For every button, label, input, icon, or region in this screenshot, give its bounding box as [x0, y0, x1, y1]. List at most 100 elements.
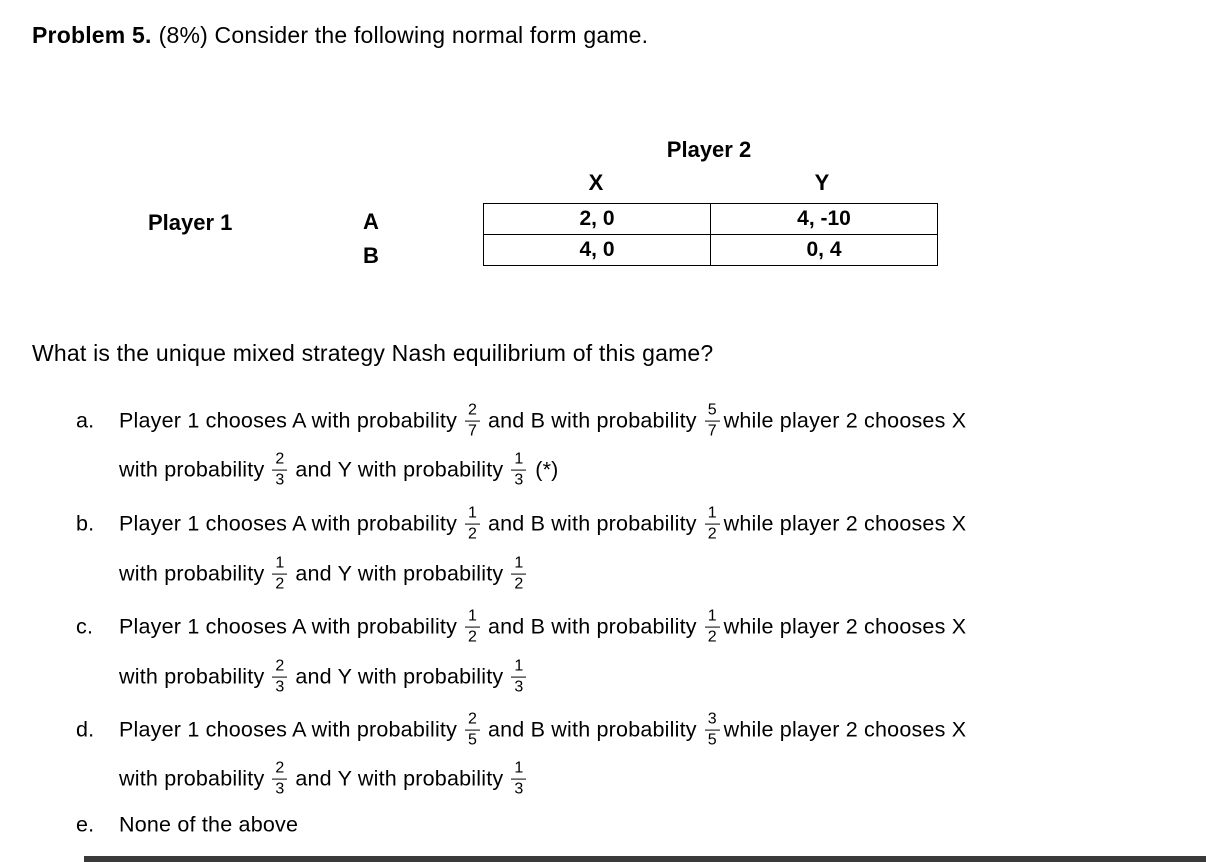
option-b-line-1: b. Player 1 chooses A with probability 1…	[76, 505, 966, 544]
problem-number: Problem 5.	[32, 22, 152, 48]
option-c-line-1: c. Player 1 chooses A with probability 1…	[76, 608, 966, 647]
fraction-numerator: 2	[272, 760, 288, 780]
fraction-denominator: 2	[707, 628, 717, 646]
fraction-denominator: 3	[275, 780, 285, 798]
fraction-numerator: 5	[704, 402, 720, 422]
fraction-denominator: 2	[514, 575, 524, 593]
fraction-numerator: 1	[704, 608, 720, 628]
option-text-segment: and B with probability	[487, 408, 697, 433]
fraction-numerator: 1	[272, 555, 288, 575]
column-header-x: X	[588, 170, 604, 195]
fraction-numerator: 2	[272, 451, 288, 471]
option-text-segment: with probability	[119, 457, 265, 482]
table-row-a: 2, 0 4, -10	[483, 203, 938, 235]
payoff-cell-ay: 4, -10	[710, 203, 938, 235]
problem-intro-text: (8%) Consider the following normal form …	[158, 22, 649, 48]
question-text: What is the unique mixed strategy Nash e…	[32, 340, 714, 366]
option-text-segment: while player 2 chooses X	[723, 614, 967, 639]
option-e-line: e. None of the above	[76, 813, 298, 838]
row-header-a: A	[363, 209, 379, 234]
fraction-denominator: 3	[514, 678, 524, 696]
fraction-numerator: 1	[465, 608, 480, 628]
option-text-segment: with probability	[119, 561, 265, 586]
option-text-segment: and B with probability	[487, 614, 697, 639]
table-row-b: 4, 0 0, 4	[483, 234, 938, 266]
option-text-segment: and Y with probability	[295, 766, 504, 791]
option-e-label: e.	[76, 812, 95, 837]
fraction-denominator: 3	[514, 471, 524, 489]
option-d-label: d.	[76, 717, 95, 742]
fraction-numerator: 2	[272, 658, 288, 678]
option-text-segment: and B with probability	[487, 717, 697, 742]
fraction-numerator: 1	[511, 451, 527, 471]
fraction-denominator: 2	[468, 525, 477, 543]
fraction-numerator: 1	[704, 505, 720, 525]
option-text-segment: Player 1 chooses A with probability	[119, 614, 458, 639]
fraction-denominator: 7	[468, 422, 477, 440]
payoff-cell-by: 0, 4	[710, 234, 938, 266]
fraction-denominator: 5	[707, 731, 717, 749]
column-header-y: Y	[814, 170, 830, 195]
fraction-denominator: 3	[275, 678, 285, 696]
fraction-denominator: 7	[707, 422, 717, 440]
option-a-label: a.	[76, 408, 95, 433]
player1-label: Player 1	[148, 210, 233, 235]
fraction-denominator: 5	[468, 731, 477, 749]
option-text-segment: and Y with probability	[295, 457, 504, 482]
option-d-line-1: d. Player 1 chooses A with probability 2…	[76, 711, 966, 750]
player2-label: Player 2	[666, 137, 752, 162]
game-table: 2, 0 4, -10 4, 0 0, 4	[483, 203, 938, 266]
fraction-denominator: 2	[468, 628, 477, 646]
bottom-edge-bar	[84, 856, 1206, 862]
option-text-segment: and B with probability	[487, 511, 697, 536]
option-a-correct-marker: (*)	[535, 457, 559, 482]
row-header-b: B	[363, 243, 379, 268]
fraction-denominator: 3	[514, 780, 524, 798]
option-text-segment: Player 1 chooses A with probability	[119, 408, 458, 433]
option-text-segment: while player 2 chooses X	[723, 717, 967, 742]
option-a-line-1: a. Player 1 chooses A with probability 2…	[76, 402, 966, 441]
option-c-label: c.	[76, 614, 94, 639]
payoff-cell-bx: 4, 0	[483, 234, 711, 266]
fraction-numerator: 2	[465, 711, 480, 731]
fraction-numerator: 1	[511, 658, 527, 678]
option-text-segment: Player 1 chooses A with probability	[119, 717, 458, 742]
option-text-segment: Player 1 chooses A with probability	[119, 511, 458, 536]
fraction-denominator: 3	[275, 471, 285, 489]
fraction-denominator: 2	[275, 575, 285, 593]
fraction-numerator: 1	[511, 555, 527, 575]
problem-title: Problem 5.(8%) Consider the following no…	[32, 22, 648, 49]
fraction-numerator: 3	[704, 711, 720, 731]
option-text-segment: and Y with probability	[295, 561, 504, 586]
option-text-segment: with probability	[119, 766, 265, 791]
option-text-segment: while player 2 chooses X	[723, 408, 967, 433]
payoff-cell-ax: 2, 0	[483, 203, 711, 235]
option-b-label: b.	[76, 511, 95, 536]
fraction-denominator: 2	[707, 525, 717, 543]
option-text-segment: and Y with probability	[295, 664, 504, 689]
option-text-segment: with probability	[119, 664, 265, 689]
fraction-numerator: 1	[465, 505, 480, 525]
fraction-numerator: 1	[511, 760, 527, 780]
option-e-text: None of the above	[119, 812, 299, 837]
